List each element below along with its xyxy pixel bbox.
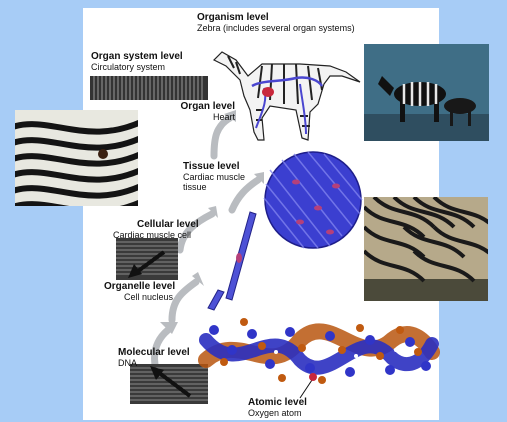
tissue-level-desc-line2: tissue (183, 182, 245, 192)
molecular-level-label: Molecular level DNA (118, 348, 190, 368)
cellular-level-title: Cellular level (137, 220, 199, 230)
atomic-level-desc: Oxygen atom (248, 408, 302, 418)
organism-level-desc: Zebra (includes several organ systems) (197, 23, 355, 33)
organ-system-level-desc: Circulatory system (91, 62, 165, 72)
tissue-level-label: Tissue level Cardiac muscle tissue (183, 162, 245, 192)
organ-system-level-label: Organ system level Circulatory system (91, 52, 183, 72)
organism-level-label: Organism level Zebra (includes several o… (197, 13, 355, 33)
molecular-level-title: Molecular level (118, 348, 190, 358)
circulatory-system-box (90, 76, 208, 100)
organelle-box (116, 238, 178, 280)
atomic-level-label: Atomic level Oxygen atom (248, 398, 307, 418)
nucleus-icon (236, 253, 242, 263)
dna-molecule (206, 318, 432, 398)
organ-system-level-title: Organ system level (91, 52, 183, 62)
tissue-level-title: Tissue level (183, 162, 245, 172)
zebra-closeup-photo (15, 110, 138, 206)
zebras-running-photo (364, 44, 489, 141)
arrow-tissue-to-organ (214, 118, 230, 156)
organ-level-desc: Heart (213, 112, 235, 122)
organ-level-title: Organ level (169, 102, 235, 112)
atomic-level-title: Atomic level (248, 398, 307, 408)
organ-level-label: Organ level Heart (169, 102, 235, 122)
tissue-level-desc-line1: Cardiac muscle (183, 172, 245, 182)
zebra-illustration (214, 52, 360, 140)
organelle-level-desc: Cell nucleus (124, 292, 173, 302)
heart-icon (262, 87, 274, 97)
oxygen-atom-icon (309, 373, 317, 381)
arrow-molecular-to-organelle (172, 282, 196, 320)
organelle-level-title: Organelle level (104, 282, 175, 292)
organism-level-title: Organism level (197, 13, 355, 23)
cardiac-tissue-circle (264, 152, 362, 248)
cardiac-muscle-cell (208, 212, 256, 310)
zebras-drinking-photo (364, 197, 488, 301)
molecular-level-desc: DNA (118, 358, 137, 368)
cellular-level-desc: Cardiac muscle cell (113, 230, 191, 240)
cellular-level-label: Cellular level Cardiac muscle cell (113, 220, 199, 240)
molecular-box (130, 364, 208, 404)
organelle-level-label: Organelle level Cell nucleus (104, 282, 175, 302)
